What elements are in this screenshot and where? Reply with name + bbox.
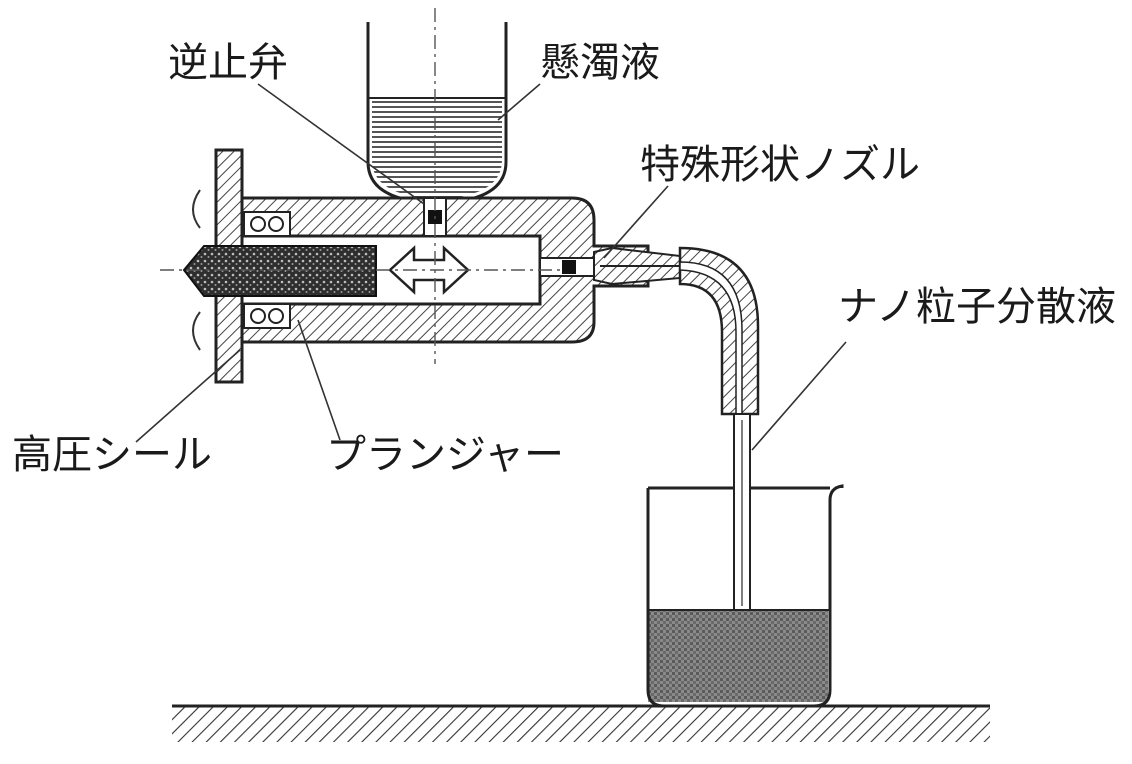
- label-suspension: 懸濁液: [540, 40, 660, 86]
- beaker: [646, 484, 844, 708]
- leader-lines: [135, 83, 847, 451]
- center-lines: [160, 8, 560, 364]
- label-check-valve: 逆止弁: [168, 40, 288, 86]
- label-special-nozzle: 特殊形状ノズル: [640, 142, 920, 188]
- plunger: [182, 189, 377, 351]
- label-high-pressure-seal: 高圧シール: [12, 432, 212, 478]
- outlet-tube: [678, 246, 760, 611]
- high-pressure-seals: [243, 211, 291, 329]
- ground: [172, 704, 990, 742]
- label-plunger: プランジャー: [326, 432, 564, 478]
- label-nano-dispersion: ナノ粒子分散液: [838, 284, 1116, 330]
